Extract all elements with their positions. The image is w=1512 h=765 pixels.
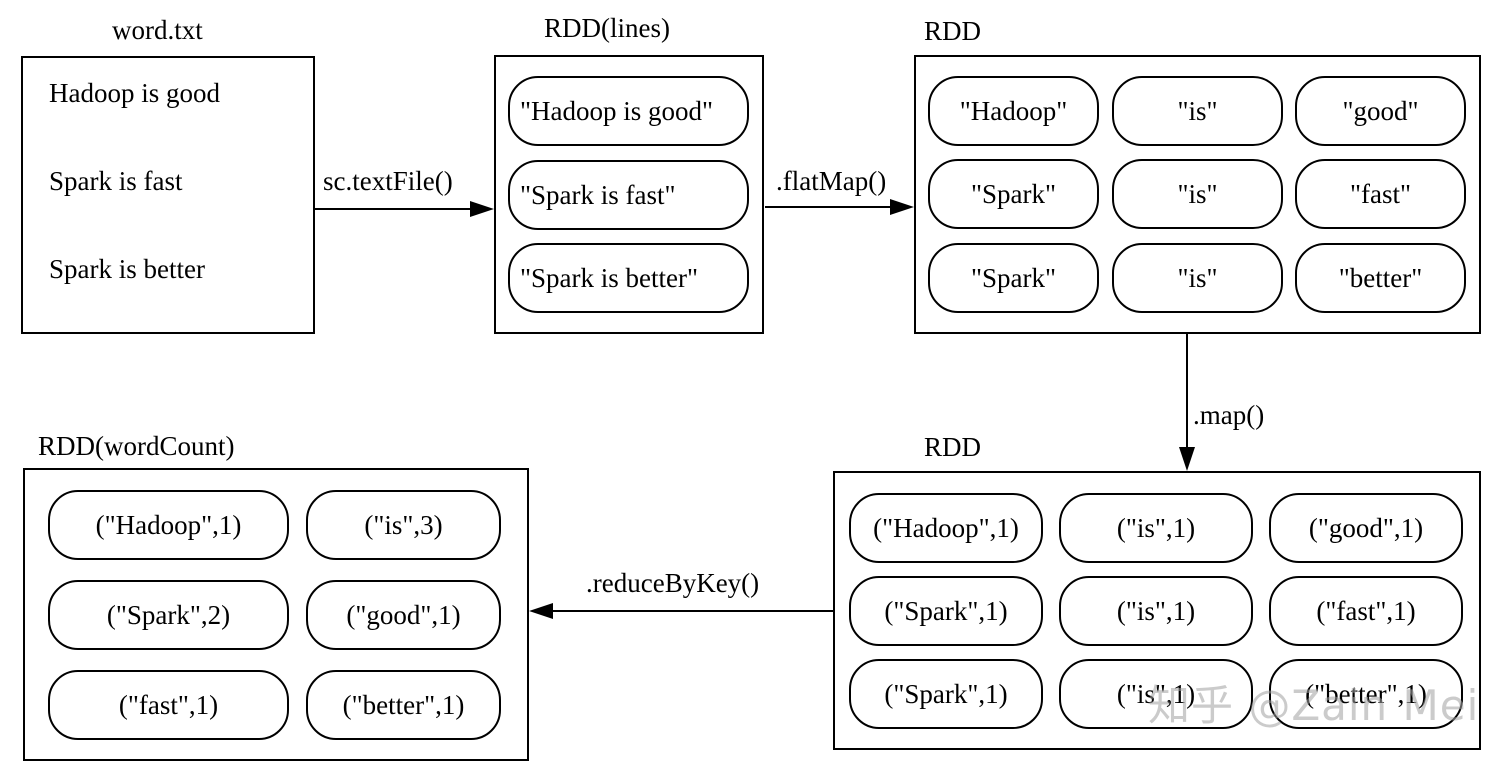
rdd-wordcount-item: ("fast",1) (48, 670, 289, 740)
reducebykey-arrow (529, 603, 833, 619)
text-line: Spark is better (49, 254, 205, 284)
rdd-pairs-item: ("Hadoop",1) (849, 493, 1043, 563)
rdd-words-item: "fast" (1295, 159, 1466, 229)
rdd-pairs-item: ("Spark",1) (849, 659, 1043, 729)
text-line: Spark is fast (49, 166, 183, 196)
textfile-arrow (315, 201, 494, 217)
word-txt-title: word.txt (112, 15, 203, 45)
textfile-label: sc.textFile() (323, 166, 453, 196)
rdd-words-item: "is" (1112, 243, 1283, 313)
rdd-lines-title: RDD(lines) (544, 13, 670, 43)
rdd-words-item: "Spark" (928, 159, 1099, 229)
rdd-words-item: "good" (1295, 76, 1466, 146)
rdd-wordcount-item: ("Hadoop",1) (48, 490, 289, 560)
rdd-wordcount-item: ("Spark",2) (48, 580, 289, 650)
rdd-wordcount-item: ("better",1) (306, 670, 501, 740)
rdd-words-item: "is" (1112, 159, 1283, 229)
rdd-pairs-item: ("Spark",1) (849, 576, 1043, 646)
rdd-wordcount-title: RDD(wordCount) (38, 431, 235, 461)
flatmap-arrow (765, 199, 914, 215)
rdd-pairs-item: ("better",1) (1269, 659, 1463, 729)
rdd-pairs-title: RDD (924, 432, 982, 462)
word-txt-box: Hadoop is good Spark is fast Spark is be… (21, 56, 315, 334)
rdd-words-item: "better" (1295, 243, 1466, 313)
rdd-pairs-item: ("is",1) (1059, 493, 1253, 563)
reducebykey-label: .reduceByKey() (586, 568, 760, 598)
rdd-pairs-item: ("fast",1) (1269, 576, 1463, 646)
text-line: Hadoop is good (49, 78, 220, 108)
rdd-lines-item: "Spark is fast" (508, 160, 749, 230)
rdd-lines-item: "Hadoop is good" (508, 76, 749, 146)
rdd-wordcount-item: ("good",1) (306, 580, 501, 650)
rdd-words-title: RDD (924, 16, 982, 46)
flatmap-label: .flatMap() (776, 166, 887, 196)
rdd-words-item: "Hadoop" (928, 76, 1099, 146)
map-label: .map() (1193, 400, 1265, 430)
map-arrow (1179, 334, 1195, 471)
watermark: 知乎 @Zain Mei (1148, 681, 1480, 730)
rdd-words-item: "is" (1112, 76, 1283, 146)
rdd-pairs-item: ("is",1) (1059, 659, 1253, 729)
rdd-words-item: "Spark" (928, 243, 1099, 313)
rdd-pairs-item: ("good",1) (1269, 493, 1463, 563)
rdd-wordcount-item: ("is",3) (306, 490, 501, 560)
rdd-lines-item: "Spark is better" (508, 243, 749, 313)
rdd-pairs-item: ("is",1) (1059, 576, 1253, 646)
